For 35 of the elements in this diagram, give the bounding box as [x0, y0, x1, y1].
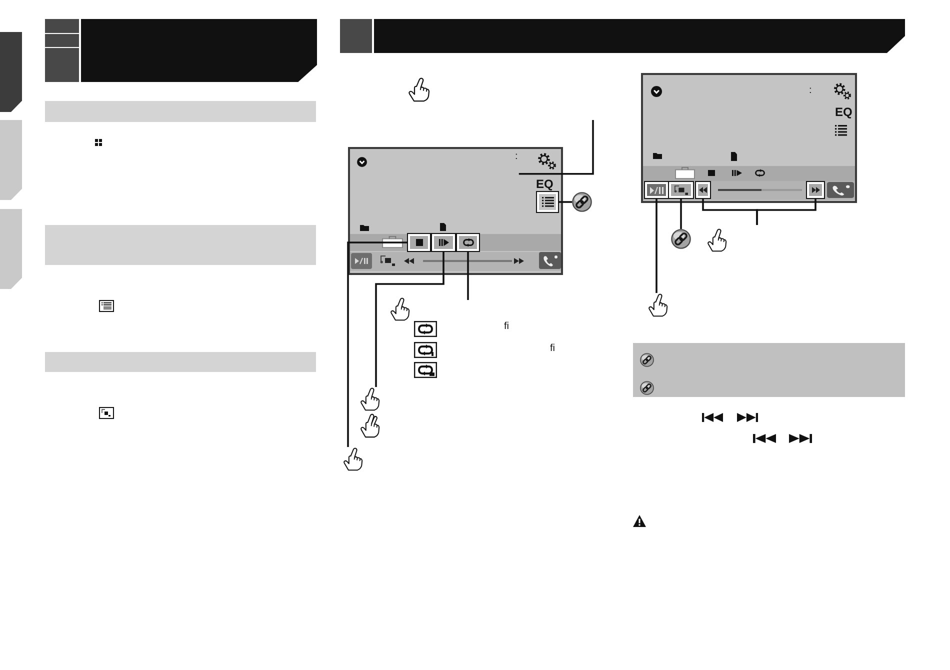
- hand-icon: [343, 447, 363, 471]
- equalizer-label: EQ: [835, 106, 852, 118]
- link-badge-icon: [671, 229, 691, 249]
- repeat-button: [457, 234, 479, 251]
- leader-line: [375, 251, 444, 387]
- step-play-button: [432, 234, 455, 251]
- section-bar: [45, 352, 316, 372]
- hand-icon: [648, 293, 668, 317]
- player-screen: [348, 147, 563, 275]
- leader-line: [347, 242, 408, 447]
- link-badge-icon: [572, 192, 592, 212]
- fast-forward-button: [807, 182, 824, 198]
- leader-line: [467, 251, 469, 300]
- side-tab: [0, 32, 22, 112]
- leader-line: [756, 198, 816, 225]
- hand-icon: [360, 387, 380, 411]
- play-pause-button: [645, 182, 668, 198]
- time-separator: :: [515, 152, 518, 162]
- time-separator: :: [809, 86, 812, 96]
- leader-line: [656, 198, 658, 293]
- leader-line: [680, 198, 682, 229]
- player-screen: [641, 73, 857, 203]
- text-fragment: fi: [550, 344, 555, 354]
- section-bar: [45, 225, 316, 265]
- text-fragment: fi: [504, 322, 509, 332]
- equalizer-label: EQ: [536, 178, 554, 190]
- side-tab: [0, 209, 22, 289]
- rewind-button: [696, 182, 710, 198]
- leader-line: [518, 120, 594, 175]
- list-button: [537, 192, 558, 212]
- side-tab: [0, 120, 22, 200]
- stop-button: [408, 234, 430, 251]
- section-bar: [45, 101, 316, 122]
- leader-line: [558, 201, 572, 203]
- media-button: [669, 182, 693, 198]
